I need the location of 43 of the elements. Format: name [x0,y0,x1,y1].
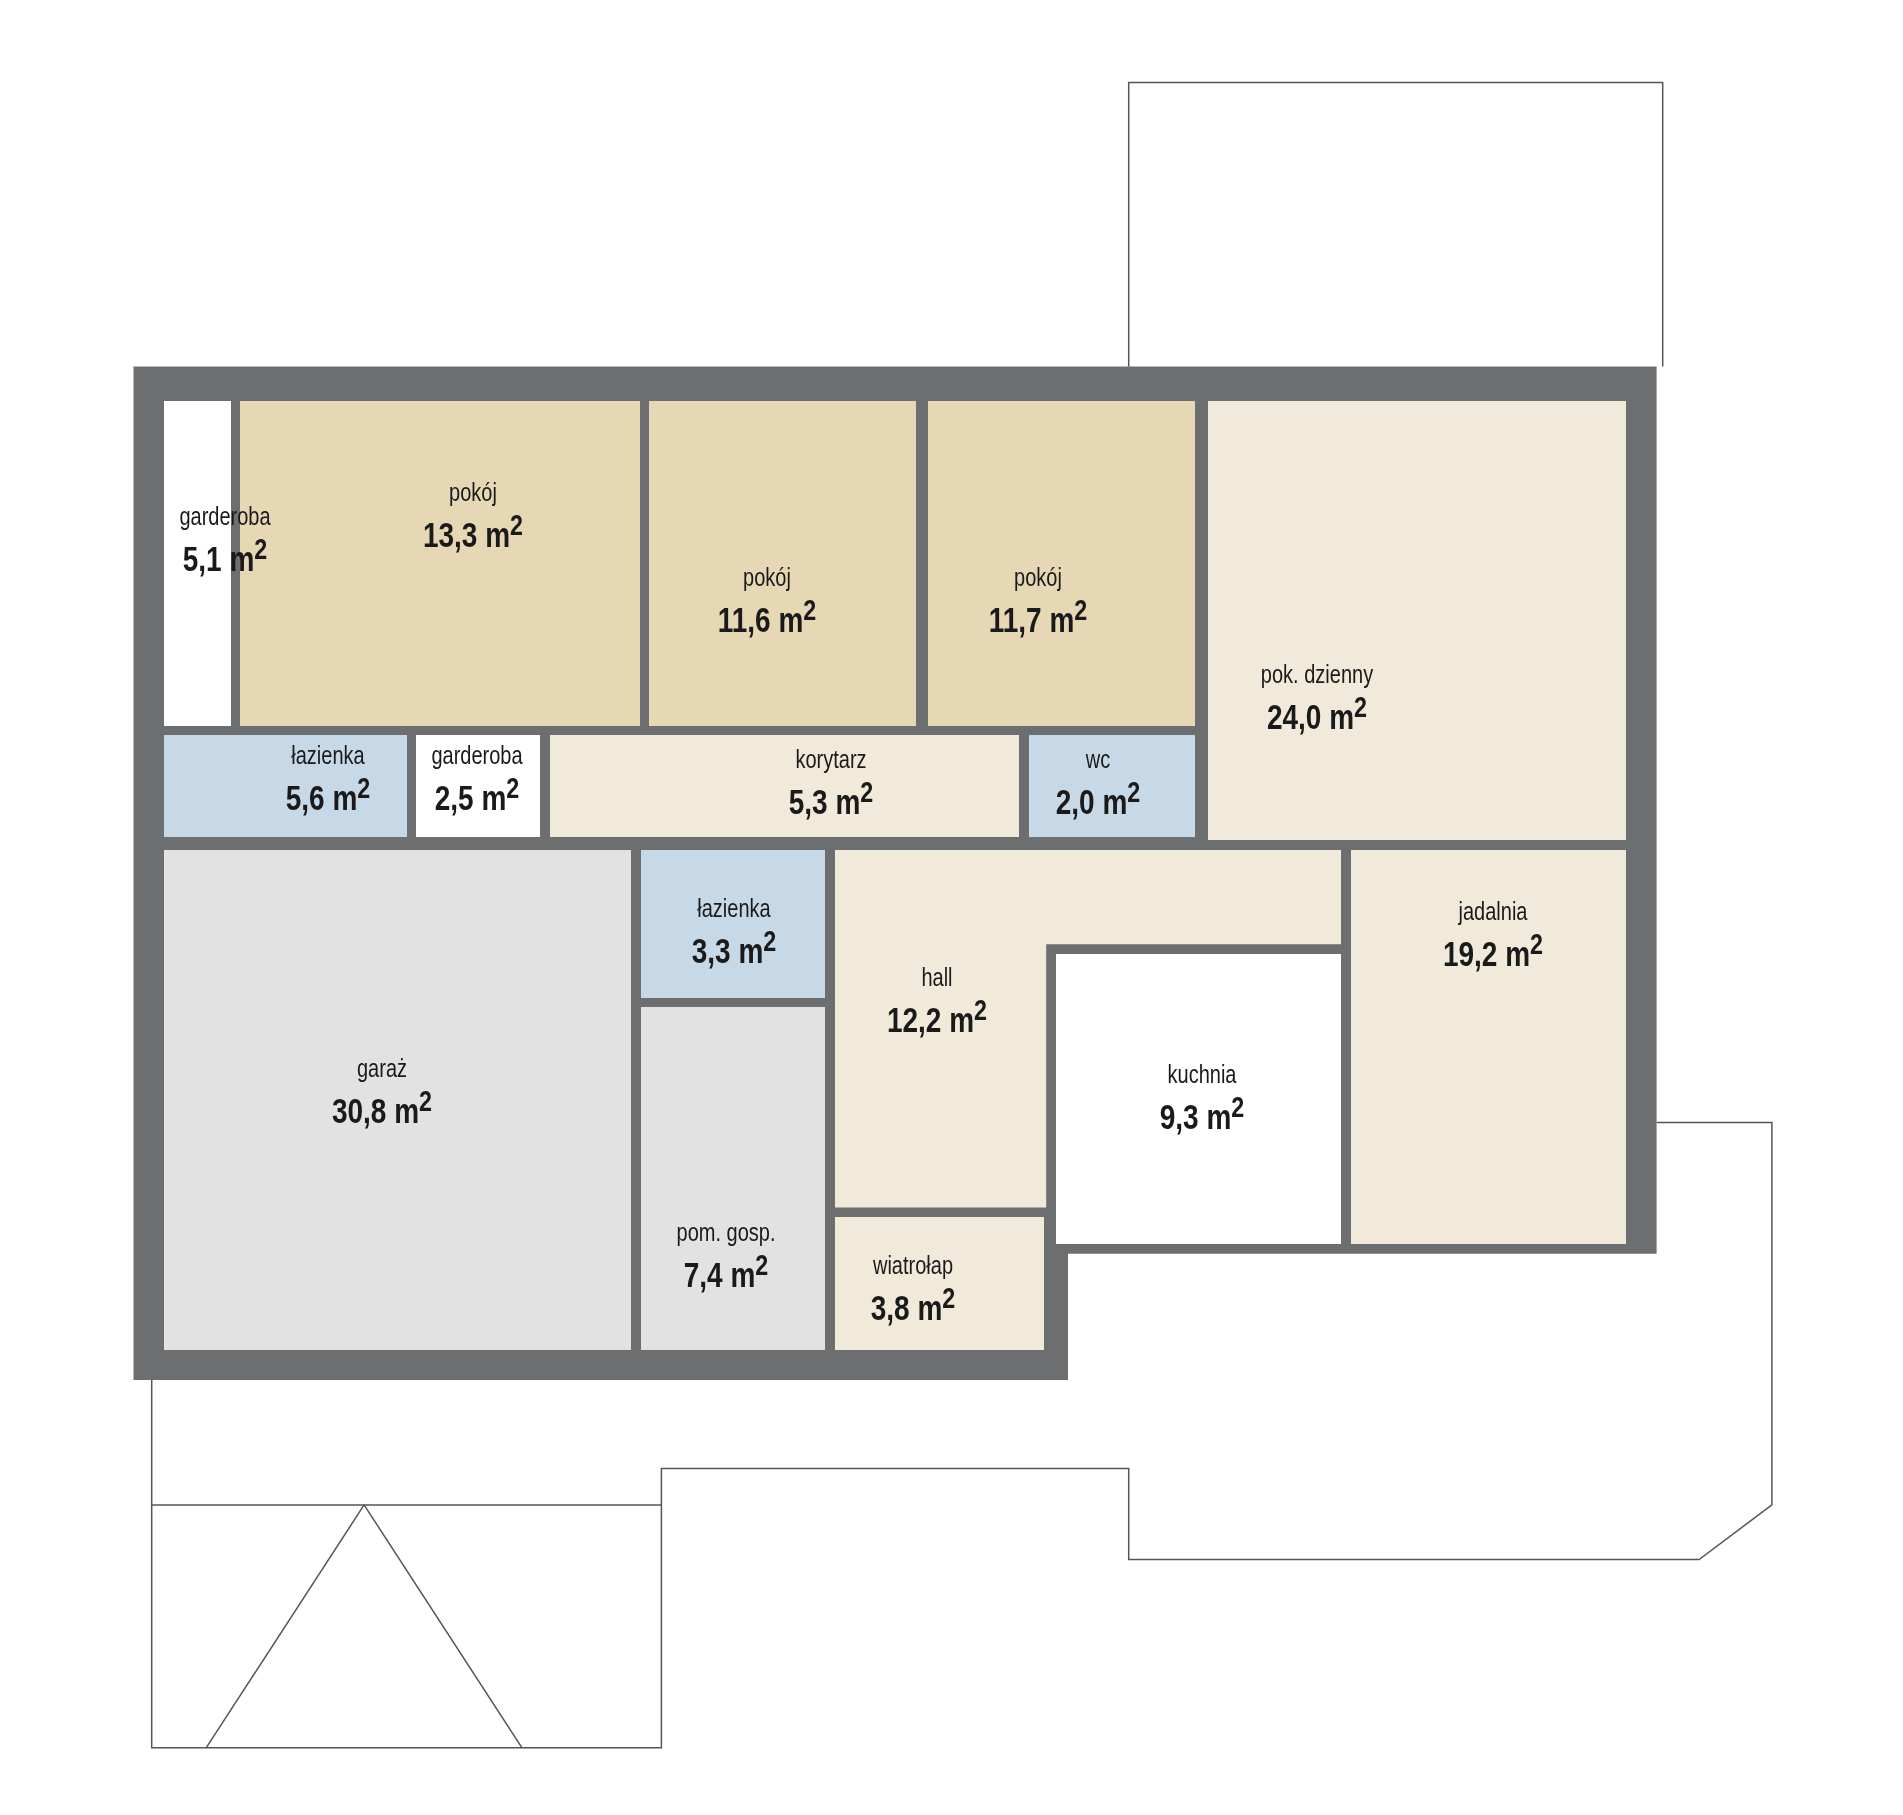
room-name: kuchnia [1166,1060,1238,1088]
room-floor [549,735,1020,838]
room-name: pokój [1012,562,1063,591]
area-label: 9,3 m$^{2}$ [1159,1090,1244,1137]
room-name: jadalnia [1457,896,1529,925]
area-label: 24,0 m$^{2}$ [1265,689,1368,737]
room-name: wc [1084,744,1112,773]
room-floor [1350,849,1627,1244]
room-floor [1055,953,1342,1244]
room-name: pokój [742,562,792,591]
area-label: 7,4 m$^{2}$ [682,1247,770,1295]
area-label: 19,2 m$^{2}$ [1442,926,1543,973]
room-floor [649,400,917,726]
room-floor [1207,400,1627,840]
area-label: 30,8 m$^{2}$ [332,1083,433,1131]
room-floor [640,849,826,998]
room-name: pok. dzienny [1260,659,1373,688]
room-name: hall [920,962,954,991]
area-label: 13,3 m$^{2}$ [423,507,524,555]
area-label: 3,8 m$^{2}$ [870,1280,955,1328]
room-name: pom. gosp. [676,1217,776,1246]
room-name: garderoba [431,740,523,769]
room-floor [835,1217,1044,1350]
room-name: łazienka [696,893,772,922]
area-label: 3,3 m$^{2}$ [691,923,777,971]
room-floor [928,400,1196,726]
room-floor [416,735,541,838]
room-floor [1029,735,1196,838]
room-name: pokój [448,477,499,506]
room-name: korytarz [794,744,868,773]
room-name: łazienka [289,740,366,769]
room-floor [163,735,407,838]
room-floor [640,1007,826,1350]
room-name: wiatrołap [871,1250,954,1279]
area-label: 2,5 m$^{2}$ [433,770,521,818]
area-label: 12,2 m$^{2}$ [886,992,987,1040]
area-label: 5,3 m$^{2}$ [789,774,874,822]
area-label: 2,0 m$^{2}$ [1056,774,1141,822]
room-name: garaż [356,1053,409,1082]
room-floor [163,849,632,1350]
area-label: 11,7 m$^{2}$ [988,592,1087,640]
area-label: 5,6 m$^{2}$ [285,770,370,818]
area-label: 11,6 m$^{2}$ [717,592,817,640]
